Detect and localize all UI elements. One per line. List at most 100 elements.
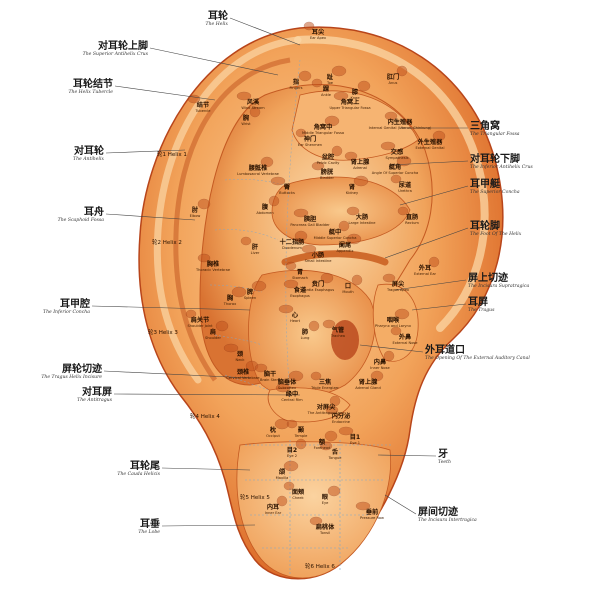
organ-glyph [295,128,307,138]
organ-glyph [394,308,410,320]
organ-glyph [320,272,334,284]
label-en: The Antitragus [77,398,112,403]
point-zh: 内分泌 [331,413,351,420]
point-en: External Genital [415,145,445,150]
label-zh: 屏上切迹 [468,273,508,284]
point-zh: 肾 [348,184,356,191]
organ-glyph [428,256,440,268]
point-zh: 气管 [331,327,345,334]
point-en: Urethra [398,188,412,193]
organ-glyph [383,350,395,362]
point-en: External Ear [413,271,437,276]
organ-glyph [325,405,339,415]
organ-glyph [338,220,350,232]
organ-glyph [249,106,261,118]
point-zh: 舌 [331,449,339,456]
point-en: Sympathesis [385,155,409,160]
point-zh: 内耳 [266,504,280,511]
point-zh: 肩 [209,329,217,336]
point-zh: 对屏尖 [316,404,336,411]
point-zh: 面颊 [291,489,305,496]
organ-glyph [223,343,239,353]
point-en: Lung [300,335,310,340]
point-en: Stomach [292,275,308,280]
point-en: External Nose [392,340,418,345]
organ-glyph [309,516,323,526]
organ-glyph [331,65,347,77]
point-zh: 外生殖器 [417,139,443,146]
organ-glyph [353,175,369,187]
point-zh: 胸椎 [206,261,220,268]
organ-glyph [396,65,408,77]
point-en: Trachea [330,333,346,338]
point-en: Adrenal Gland [355,385,381,390]
point-en: Toe [327,80,333,85]
point-zh: 结节 [196,102,210,109]
point-en: Pancreas Gall Bladder [290,222,330,227]
point-zh: 膝 [351,89,359,96]
point-en: Pressure Row [360,515,384,520]
point-en: Middle Superior Concha [313,235,357,240]
point-zh: 缘中 [285,391,299,398]
organ-glyph [236,91,252,101]
point-en: Cardia Esophagus [301,287,335,292]
leader-line [91,305,251,311]
point-en: Appendix [336,248,354,253]
leader-line [114,85,216,101]
organ-glyph [390,174,402,184]
leader-line [113,393,301,396]
point-zh: 风溪 [246,99,260,106]
point-zh: 尿道 [398,182,412,189]
organ-glyph [298,70,312,82]
ear-canal [331,320,359,360]
point-en: Upper Triangular Fossa [329,105,371,110]
point-en: Eye [321,500,329,505]
organ-glyph [322,319,336,329]
organ-glyph [380,141,396,151]
point-en: Small Intestine [304,258,332,263]
organ-glyph [285,261,297,271]
point-en: Pelvic Cavity [316,160,340,165]
point-zh: 阑尾 [338,242,352,249]
label-en: Teeth [438,460,451,465]
point-en: Tubercle [195,108,211,113]
point-en: Liver [250,250,260,255]
organ-glyph [251,280,267,292]
leader-line [229,17,301,46]
point-en: Tragus Apex [387,287,409,292]
point-en: Wind Stream [241,105,265,110]
point-en: Maxilla [275,475,289,480]
organ-glyph [283,481,295,491]
point-en: Neck [235,357,245,362]
organ-glyph [357,80,371,92]
